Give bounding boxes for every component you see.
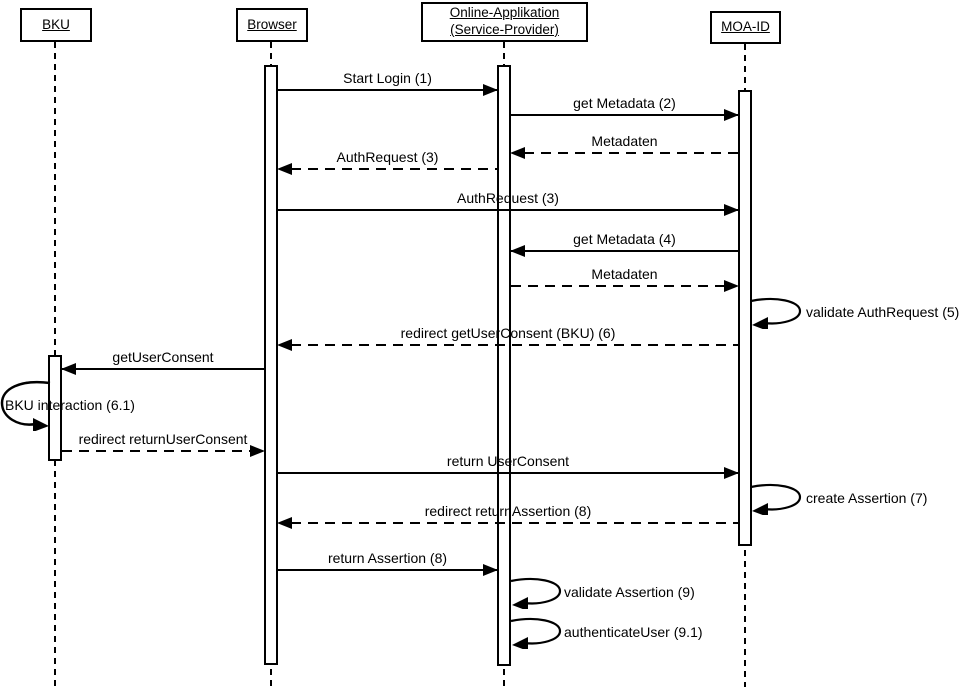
actor-online-applikation: Online-Applikation (Service-Provider)	[421, 2, 588, 42]
arrowhead-left-icon	[277, 163, 292, 175]
message-redirect-returnuserconsent-label: redirect returnUserConsent	[78, 431, 248, 447]
message-metadaten-return-1-label: Metadaten	[591, 133, 658, 149]
message-authrequest-redirect: AuthRequest (3)	[277, 144, 497, 175]
self-message-bku-interaction	[0, 379, 52, 436]
actor-bku: BKU	[20, 8, 92, 42]
message-line-dashed	[291, 522, 738, 524]
message-get-metadata-2-label: get Metadata (2)	[573, 95, 676, 111]
message-line-dashed	[291, 344, 738, 346]
message-line	[278, 472, 738, 474]
self-loop-arrow-icon	[510, 617, 562, 651]
arrowhead-left-icon	[510, 245, 525, 257]
self-message-bku-interaction-label: BKU interaction (6.1)	[5, 397, 135, 413]
message-line-dashed	[291, 168, 497, 170]
arrowhead-right-icon	[724, 204, 739, 216]
activation-moa-id	[738, 90, 752, 546]
message-line	[62, 368, 264, 370]
message-line-dashed	[524, 152, 738, 154]
self-loop-arrow-icon	[510, 577, 562, 611]
actor-bku-label: BKU	[42, 16, 70, 32]
message-getuserconsent: getUserConsent	[61, 344, 264, 375]
message-line	[511, 114, 738, 116]
self-message-create-assertion-label: create Assertion (7)	[806, 490, 928, 506]
arrowhead-right-icon	[724, 280, 739, 292]
message-line	[278, 209, 738, 211]
message-start-login: Start Login (1)	[278, 65, 498, 96]
message-authrequest-redirect-label: AuthRequest (3)	[336, 149, 439, 165]
message-authrequest-forward: AuthRequest (3)	[278, 185, 739, 216]
message-get-metadata-4: get Metadata (4)	[510, 226, 738, 257]
activation-browser	[264, 65, 278, 665]
actor-moa-id-label: MOA-ID	[721, 19, 770, 35]
actor-online-applikation-label: Online-Applikation (Service-Provider)	[449, 5, 560, 37]
message-line	[278, 89, 497, 91]
message-line	[511, 250, 738, 252]
self-message-validate-authrequest	[750, 297, 806, 334]
message-metadaten-return-1: Metadaten	[510, 128, 738, 159]
self-message-authenticateuser	[510, 617, 566, 654]
arrowhead-left-icon	[61, 363, 76, 375]
message-getuserconsent-label: getUserConsent	[112, 349, 214, 365]
message-redirect-returnuserconsent: redirect returnUserConsent	[62, 426, 265, 457]
arrowhead-left-icon	[510, 147, 525, 159]
actor-moa-id: MOA-ID	[710, 11, 781, 44]
message-redirect-returnassertion-label: redirect returnAssertion (8)	[424, 503, 592, 519]
message-metadaten-return-2-label: Metadaten	[591, 266, 658, 282]
arrowhead-left-icon	[277, 339, 292, 351]
message-start-login-label: Start Login (1)	[343, 70, 432, 86]
arrowhead-right-icon	[250, 445, 265, 457]
message-line-dashed	[511, 285, 725, 287]
message-redirect-getuserconsent-label: redirect getUserConsent (BKU) (6)	[400, 325, 616, 341]
arrowhead-left-icon	[277, 517, 292, 529]
self-loop-arrow-icon	[750, 297, 802, 331]
message-redirect-returnassertion: redirect returnAssertion (8)	[277, 498, 738, 529]
self-message-create-assertion	[750, 483, 806, 520]
activation-bku	[48, 355, 62, 461]
message-metadaten-return-2: Metadaten	[511, 261, 739, 292]
message-line	[278, 569, 497, 571]
self-message-validate-assertion-label: validate Assertion (9)	[564, 584, 695, 600]
message-return-userconsent-label: return UserConsent	[446, 453, 570, 469]
arrowhead-right-icon	[483, 84, 498, 96]
arrowhead-right-icon	[724, 109, 739, 121]
message-return-assertion-label: return Assertion (8)	[327, 550, 448, 566]
self-message-authenticateuser-label: authenticateUser (9.1)	[564, 624, 703, 640]
self-loop-arrow-icon	[0, 380, 51, 432]
message-get-metadata-2: get Metadata (2)	[511, 90, 739, 121]
message-line-dashed	[62, 450, 251, 452]
arrowhead-right-icon	[483, 564, 498, 576]
message-return-userconsent: return UserConsent	[278, 448, 739, 479]
message-return-assertion: return Assertion (8)	[278, 545, 498, 576]
message-authrequest-forward-label: AuthRequest (3)	[457, 190, 559, 206]
actor-browser: Browser	[236, 8, 308, 42]
self-message-validate-authrequest-label: validate AuthRequest (5)	[806, 304, 960, 320]
message-redirect-getuserconsent: redirect getUserConsent (BKU) (6)	[277, 320, 738, 351]
activation-online-applikation	[497, 65, 511, 666]
arrowhead-right-icon	[724, 467, 739, 479]
message-get-metadata-4-label: get Metadata (4)	[573, 231, 676, 247]
self-message-validate-assertion	[510, 577, 566, 614]
self-loop-arrow-icon	[750, 483, 802, 517]
actor-browser-label: Browser	[247, 16, 297, 32]
